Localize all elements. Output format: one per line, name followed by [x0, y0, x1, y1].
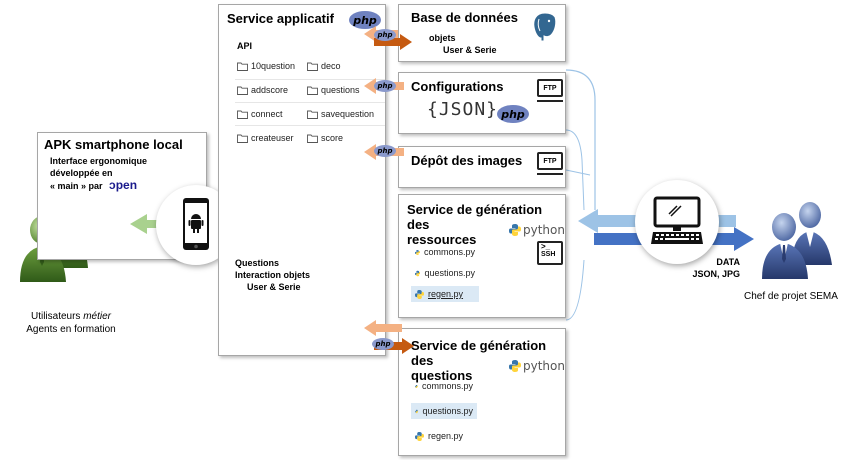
folder-score[interactable]: score	[307, 133, 374, 143]
config-title: Configurations	[411, 79, 504, 94]
app-service-box: Service applicatif php API 10question ad…	[218, 4, 386, 356]
gen-questions-files: commons.py questions.py regen.py	[411, 378, 477, 444]
ssh-terminal-icon: >_ SSH	[537, 241, 563, 265]
database-sub1: objets	[429, 33, 456, 43]
folder-createuser[interactable]: createuser	[237, 133, 295, 143]
users-caption-em: métier	[83, 311, 112, 322]
gen-questions-title-line1: Service de génération des	[411, 338, 547, 368]
python-label: python	[523, 223, 565, 237]
python-file-icon	[415, 431, 424, 441]
gen-questions-title-line2: questions	[411, 368, 473, 383]
file-regen-py[interactable]: regen.py	[411, 286, 479, 302]
data-label-line2: JSON, JPG	[692, 269, 740, 279]
postgresql-icon	[533, 12, 557, 42]
api-label: API	[237, 41, 253, 51]
api-folder-col2: deco questions savequestion score	[307, 61, 374, 143]
apk-desc-line2: développée en	[50, 168, 113, 178]
php-logo: php	[349, 11, 381, 29]
folder-icon	[237, 62, 248, 71]
open-brand-logo: ɔpen	[109, 178, 138, 192]
gen-resources-files: commons.py questions.py regen.py	[411, 244, 479, 302]
gen-questions-box: Service de génération des questions pyth…	[398, 328, 566, 456]
config-box: Configurations {JSON} php FTP	[398, 72, 566, 134]
apk-description: Interface ergonomique développée en « ma…	[50, 155, 147, 192]
python-icon	[509, 224, 521, 236]
file-questions-py[interactable]: questions.py	[411, 265, 479, 281]
folder-savequestion[interactable]: savequestion	[307, 109, 374, 119]
python-file-icon	[415, 249, 420, 255]
php-badge-db: php	[374, 29, 396, 41]
python-file-icon	[415, 384, 418, 388]
folder-icon	[237, 86, 248, 95]
folder-10question[interactable]: 10question	[237, 61, 295, 71]
php-arrows	[364, 26, 414, 354]
folder-separator	[235, 125, 385, 126]
python-file-icon	[415, 270, 421, 276]
folder-icon	[237, 134, 248, 143]
folder-icon	[237, 110, 248, 119]
php-badge-questions: php	[372, 338, 394, 350]
python-file-icon	[415, 289, 424, 299]
gen-resources-title-line1: Service de génération des	[407, 202, 543, 232]
data-label-line1: DATA	[716, 257, 740, 267]
orange-arrow-left	[364, 320, 402, 336]
apk-title: APK smartphone local	[44, 137, 183, 152]
flow-label-line2: Interaction objets	[235, 270, 311, 280]
folder-icon	[307, 86, 318, 95]
folder-separator	[235, 102, 385, 103]
database-box: Base de données objets User & Serie	[398, 4, 566, 62]
folder-icon	[307, 134, 318, 143]
images-box: Dépôt des images FTP	[398, 146, 566, 188]
php-badge-config: php	[374, 80, 396, 92]
apk-desc-line1: Interface ergonomique	[50, 156, 148, 166]
folder-questions[interactable]: questions	[307, 85, 374, 95]
database-subtitle: objets User & Serie	[429, 32, 497, 56]
gen-resources-box: Service de génération des ressources pyt…	[398, 194, 566, 318]
file-questions-py[interactable]: questions.py	[411, 403, 477, 419]
ftp-server-icon: FTP	[537, 79, 563, 102]
data-label: DATA JSON, JPG	[678, 256, 740, 280]
file-regen-py[interactable]: regen.py	[411, 428, 477, 444]
app-service-title: Service applicatif	[227, 11, 334, 26]
gen-resources-title: Service de génération des ressources	[407, 202, 565, 247]
images-title: Dépôt des images	[411, 153, 523, 168]
desktop-computer-icon	[651, 196, 703, 244]
database-sub2: User & Serie	[443, 45, 497, 55]
apk-desc-line3: « main » par	[50, 181, 103, 191]
python-label: python	[523, 359, 565, 373]
python-file-icon	[415, 409, 419, 413]
folder-addscore[interactable]: addscore	[237, 85, 295, 95]
php-badge-images: php	[374, 145, 396, 157]
app-flow-label: Questions Interaction objets User & Seri…	[235, 257, 310, 293]
green-arrow-left	[130, 214, 173, 234]
ftp-server-icon: FTP	[537, 152, 563, 175]
python-logo: python	[509, 223, 565, 237]
folder-separator	[235, 79, 385, 80]
users-caption: Utilisateurs métier Agents en formation	[16, 310, 126, 336]
json-logo: {JSON}	[427, 99, 499, 120]
file-commons-py[interactable]: commons.py	[411, 244, 479, 260]
project-lead-icon	[762, 202, 832, 279]
folder-icon	[307, 62, 318, 71]
flow-label-line3: User & Serie	[247, 282, 301, 292]
php-logo: php	[497, 105, 529, 123]
python-icon	[509, 360, 521, 372]
computer-circle	[635, 180, 719, 264]
api-folder-col1: 10question addscore connect createuser	[237, 61, 295, 143]
folder-connect[interactable]: connect	[237, 109, 295, 119]
android-phone-icon	[183, 198, 209, 250]
folder-deco[interactable]: deco	[307, 61, 374, 71]
file-commons-py[interactable]: commons.py	[411, 378, 477, 394]
users-caption-line1: Utilisateurs	[30, 311, 84, 322]
gen-questions-title: Service de génération des questions	[411, 338, 565, 383]
folder-icon	[307, 110, 318, 119]
flow-label-line1: Questions	[235, 258, 280, 268]
database-title: Base de données	[411, 10, 518, 25]
gen-resources-title-line2: ressources	[407, 232, 477, 247]
chef-caption: Chef de projet SEMA	[744, 291, 838, 302]
users-caption-line2: Agents en formation	[26, 324, 116, 335]
python-logo: python	[509, 359, 565, 373]
